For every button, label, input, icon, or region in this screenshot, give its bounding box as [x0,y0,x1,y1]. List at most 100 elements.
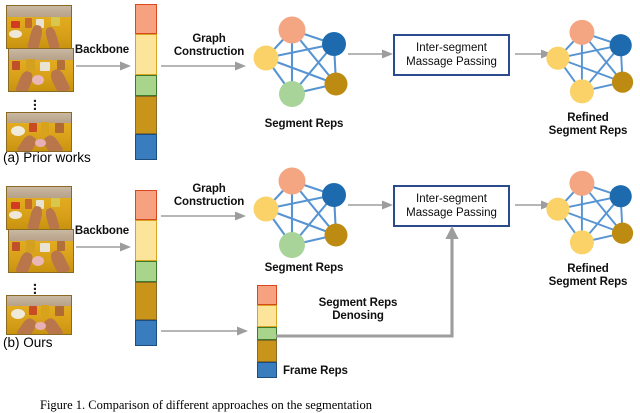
node-green [279,232,305,258]
segment-reps-denosing-label: Segment Reps Denosing [318,297,398,322]
arrow-bar-to-graph-b [161,211,246,221]
frame-object [12,242,20,251]
arrow-graph-to-mp-b [348,200,393,210]
refined-segment-graph-a [545,12,640,108]
frame-plate [11,126,25,136]
frame-object [40,243,50,252]
frame-object [29,123,37,132]
frame-bar-seg-4 [257,340,277,362]
node-yellow [546,46,570,70]
segment-bar-a-seg-3 [135,75,157,96]
arrow-graph-to-mp-a [348,49,393,59]
node-salmon [569,170,595,196]
frame-bar-seg-2 [257,305,277,327]
frame-object [55,306,64,316]
ellipsis-dot: . [32,93,38,110]
segment-bar-b-seg-2 [135,220,157,261]
graph-nodes [546,170,634,255]
node-green [279,81,305,107]
ellipsis-dot: . [32,277,38,294]
frame-object [26,59,35,71]
frame-reps-label: Frame Reps [283,365,348,377]
node-yellow [546,197,570,221]
graph-construction-label-b: Graph Construction [173,183,245,208]
frame-object [11,202,20,209]
arrow-bar-to-graph-a [161,61,246,71]
frame-object [51,198,60,207]
backbone-label-a: Backbone [74,44,130,56]
frame-object [29,306,37,315]
segment-bar-b-seg-3 [135,261,157,282]
node-darkgold [324,223,348,247]
frame-plate [9,30,22,38]
arrow-frames-to-bar-a [76,61,131,71]
video-frame-thumbnail [6,295,72,335]
segment-reps-label-a: Segment Reps [264,118,344,130]
frame-object [40,62,50,71]
ellipsis-dot: . [32,273,38,290]
inter-segment-message-passing-label: Inter-segment Massage Passing [406,42,497,68]
frame-background-wall [7,6,71,18]
segment-bar-a-seg-4 [135,96,157,134]
node-darkblue [322,183,346,207]
frame-object [25,199,32,209]
frame-object [11,21,20,28]
frame-object [57,60,65,70]
frame-bar-seg-5 [257,362,277,378]
ellipsis-dot: . [32,89,38,106]
arrow-frames-to-bar-b [76,242,131,252]
frame-object [57,241,65,251]
frame-background-wall [9,49,73,61]
node-salmon [278,16,306,44]
frame-object [51,17,60,26]
ellipsis-dot: . [32,281,38,298]
node-yellow [253,45,279,71]
frame-object [35,322,46,330]
frame-object [36,200,44,209]
frame-object [41,305,49,317]
graph-nodes [253,16,348,107]
refined-segment-reps-label-b: Refined Segment Reps [548,263,628,288]
vertical-ellipsis: . . . [28,273,42,298]
backbone-label-b: Backbone [74,225,130,237]
video-frame-thumbnail [6,5,72,49]
node-yellow-2 [569,79,594,104]
frame-background-wall [7,113,71,124]
node-salmon [569,19,595,45]
segment-bar-b-seg-1 [135,190,157,220]
frame-object [41,122,49,134]
segment-bar-a-seg-1 [135,4,157,34]
segment-graph-a [252,12,356,108]
inter-segment-message-passing-box-b[interactable]: Inter-segment Massage Passing [393,185,510,227]
frame-object [36,19,44,28]
panel-tag-a: (a) Prior works [3,150,91,165]
node-darkgold [611,222,634,244]
arrow-mp-to-refined-a [515,49,552,59]
segment-bar-a-seg-2 [135,34,157,75]
segment-bar-b-seg-5 [135,320,157,346]
video-frame-thumbnail [6,112,72,152]
panel-tag-b: (b) Ours [3,335,53,350]
ellipsis-dot: . [32,97,38,114]
frame-object [35,139,46,147]
node-darkblue [322,32,346,56]
node-yellow [253,196,279,222]
inter-segment-message-passing-box-a[interactable]: Inter-segment Massage Passing [393,34,510,76]
arrow-denosing-to-mp [276,226,459,338]
figure-caption: Figure 1. Comparison of different approa… [40,398,372,412]
arrow-mp-to-refined-b [515,200,552,210]
node-salmon [278,167,306,195]
frame-object [32,256,44,266]
video-frame-thumbnail [6,186,72,230]
refined-segment-graph-b [545,163,640,259]
frame-object [25,18,32,28]
vertical-ellipsis: . . . [28,89,42,114]
segment-bar-a-seg-5 [135,134,157,160]
graph-nodes [546,19,634,104]
frame-background-wall [9,230,73,242]
frame-bar-seg-1 [257,285,277,305]
node-yellow-2 [569,230,594,255]
frame-object [12,61,20,70]
frame-plate [11,309,25,319]
